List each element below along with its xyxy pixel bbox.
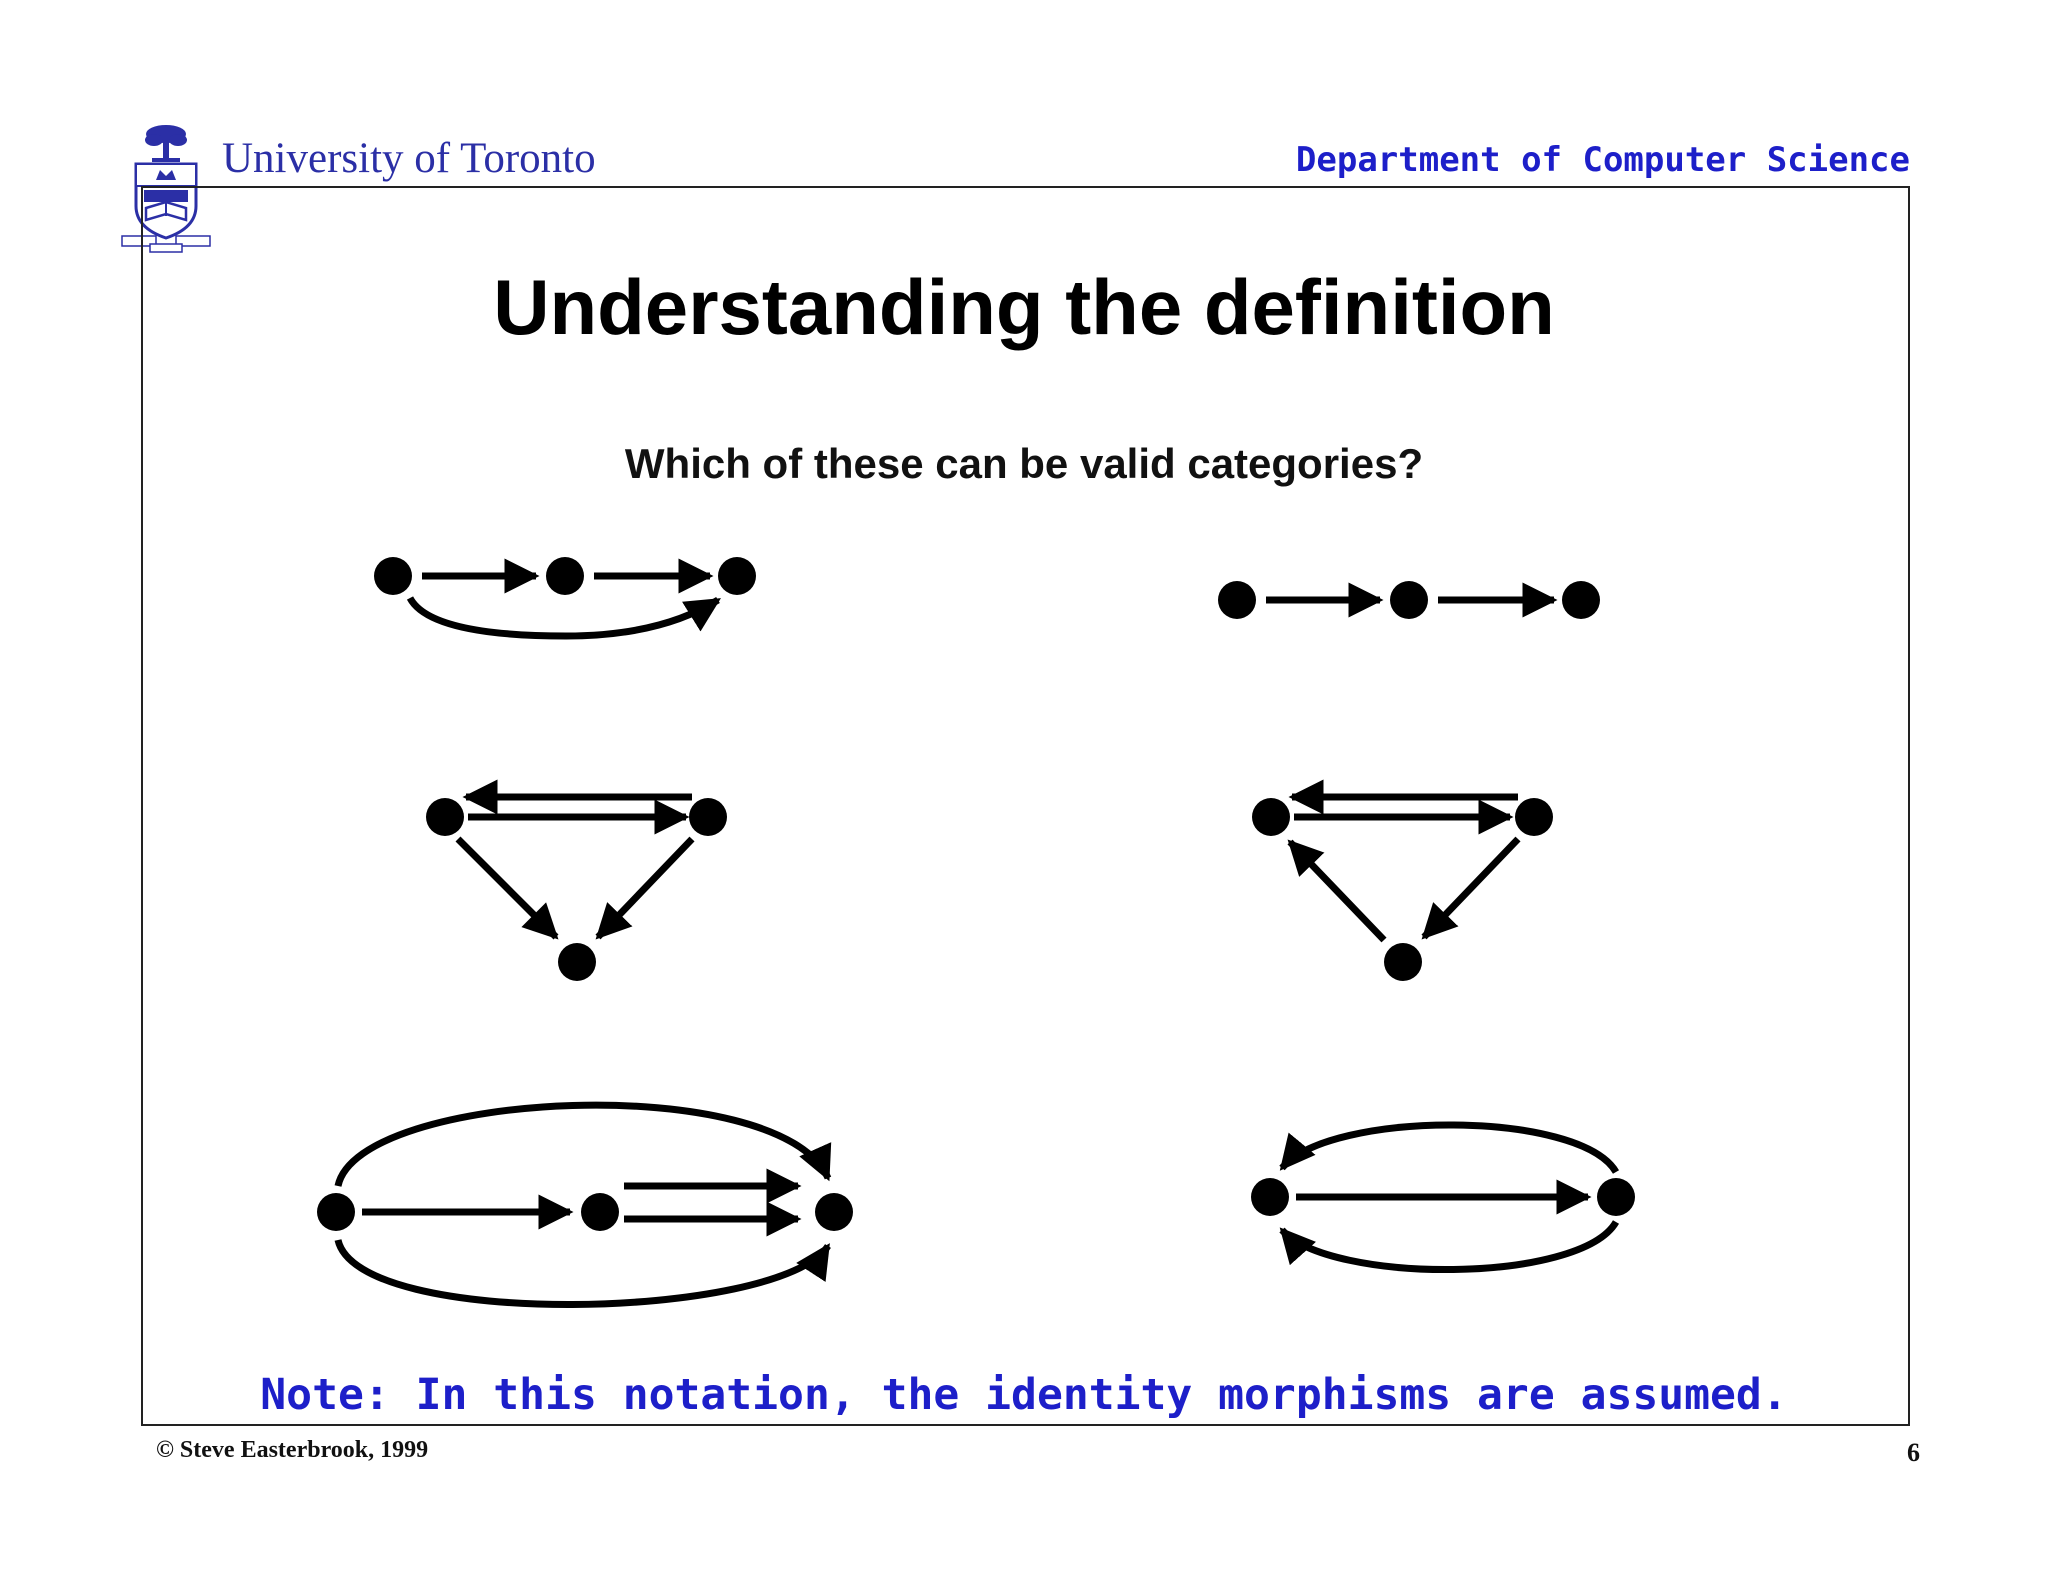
arrow-a-to-c-composite: [406, 596, 721, 640]
object-node: [1390, 581, 1428, 619]
object-node: [558, 943, 596, 981]
arrow-bottom-to-a: [1287, 839, 1387, 943]
slide-question: Which of these can be valid categories?: [624, 440, 1424, 487]
diagram-triangle-cycle: [1252, 779, 1553, 981]
object-node: [317, 1193, 355, 1231]
diagram-chain-with-composite: [374, 557, 756, 640]
identity-note: Note: In this notation, the identity mor…: [260, 1370, 1788, 1420]
arrow-a-to-c-upper: [334, 1101, 832, 1187]
diagram-parallel-arrows: [317, 1101, 853, 1308]
diagram-chain-without-composite: [1218, 581, 1600, 619]
arrow-a-to-bottom: [455, 836, 559, 940]
object-node: [1515, 798, 1553, 836]
object-node: [815, 1193, 853, 1231]
object-node: [426, 798, 464, 836]
object-node: [1251, 1178, 1289, 1216]
object-node: [1218, 581, 1256, 619]
arrow-a-to-c-lower: [334, 1238, 831, 1308]
arrow-b-to-bottom: [1421, 836, 1521, 940]
object-node: [1252, 798, 1290, 836]
university-name: University of Toronto: [222, 135, 596, 182]
slide-frame: [141, 186, 1910, 1426]
copyright: © Steve Easterbrook, 1999: [156, 1437, 429, 1463]
object-node: [1597, 1178, 1635, 1216]
object-node: [1384, 943, 1422, 981]
arrow-b-to-a-upper: [1279, 1121, 1620, 1174]
object-node: [718, 557, 756, 595]
object-node: [1562, 581, 1600, 619]
arrow-b-to-bottom: [595, 836, 695, 940]
diagram-triangle-both-to-bottom: [426, 779, 727, 981]
object-node: [689, 798, 727, 836]
object-node: [581, 1193, 619, 1231]
department-name: Department of Computer Science: [1295, 140, 1910, 180]
arrow-b-to-a-lower: [1279, 1220, 1620, 1273]
object-node: [546, 557, 584, 595]
page-number: 6: [1907, 1438, 1920, 1467]
slide-title: Understanding the definition: [493, 263, 1555, 351]
object-node: [374, 557, 412, 595]
diagram-two-objects: [1251, 1121, 1635, 1273]
